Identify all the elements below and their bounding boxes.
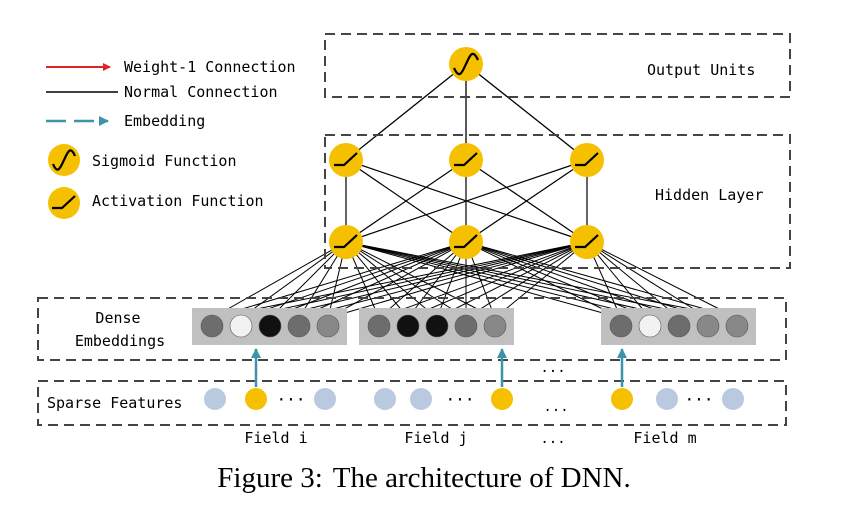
embedding-dimension bbox=[483, 314, 507, 338]
connection-line bbox=[345, 241, 467, 319]
activation-unit bbox=[329, 225, 363, 259]
field-label-m: Field m bbox=[633, 429, 696, 447]
embedding-dimension bbox=[454, 314, 478, 338]
embedding-dimension bbox=[316, 314, 340, 338]
activation-unit bbox=[329, 143, 363, 177]
connection-line bbox=[327, 241, 588, 319]
connection-line bbox=[345, 241, 680, 319]
connection-line bbox=[211, 241, 467, 319]
connection-line bbox=[211, 241, 347, 319]
inactive-sparse-feature bbox=[656, 388, 678, 410]
activation-icon bbox=[48, 187, 80, 219]
sparse-dots-2: ··· bbox=[446, 390, 475, 409]
output-units-box bbox=[324, 33, 791, 98]
connection-line bbox=[298, 241, 588, 319]
activation-unit bbox=[449, 225, 483, 259]
connection-line bbox=[269, 241, 467, 319]
embedding-groups bbox=[192, 308, 756, 345]
embedding-dimension bbox=[725, 314, 749, 338]
field-ellipsis: ... bbox=[540, 431, 565, 447]
connection-line bbox=[327, 241, 467, 319]
hidden-units bbox=[329, 143, 604, 259]
inactive-sparse-feature bbox=[204, 388, 226, 410]
connection-line bbox=[465, 241, 680, 319]
dense-embeddings-label-line1: Dense bbox=[95, 309, 140, 327]
connection-line bbox=[345, 63, 467, 161]
sparse-features-box bbox=[37, 380, 787, 426]
embedding-dimension bbox=[425, 314, 449, 338]
connection-line bbox=[345, 241, 651, 319]
hidden-layer-label: Hidden Layer bbox=[655, 186, 763, 204]
legend-normal-label: Normal Connection bbox=[124, 83, 278, 101]
embedding-dimension bbox=[396, 314, 420, 338]
legend-activation-label: Activation Function bbox=[92, 192, 264, 210]
figure-caption: Figure 3: The architecture of DNN. bbox=[0, 462, 848, 495]
sparse-ellipsis: ... bbox=[543, 399, 568, 415]
inactive-sparse-feature bbox=[722, 388, 744, 410]
field-label-j: Field j bbox=[404, 429, 467, 447]
connection-line bbox=[345, 159, 588, 243]
inactive-sparse-feature bbox=[410, 388, 432, 410]
legend-sigmoid-label: Sigmoid Function bbox=[92, 152, 237, 170]
embedding-dimension bbox=[638, 314, 662, 338]
embedding-dimension bbox=[200, 314, 224, 338]
connection-line bbox=[345, 159, 467, 243]
connection-line bbox=[345, 241, 496, 319]
legend: Weight-1 Connection Normal Connection Em… bbox=[46, 58, 296, 219]
sparse-dots-1: ··· bbox=[277, 390, 306, 409]
connection-line bbox=[586, 241, 680, 319]
sparse-nodes bbox=[204, 388, 744, 410]
connection-line bbox=[378, 241, 467, 319]
connection-line bbox=[465, 159, 588, 243]
embedding-dimension bbox=[287, 314, 311, 338]
embedding-dimension bbox=[609, 314, 633, 338]
sigmoid-icon bbox=[48, 144, 80, 176]
embedding-dimension bbox=[667, 314, 691, 338]
legend-embedding-label: Embedding bbox=[124, 112, 205, 130]
active-sparse-feature bbox=[611, 388, 633, 410]
embedding-dimension bbox=[229, 314, 253, 338]
sparse-dots-3: ··· bbox=[685, 390, 714, 409]
dense-embeddings-box bbox=[37, 297, 787, 361]
embedding-dimension bbox=[367, 314, 391, 338]
connection-line bbox=[465, 63, 588, 161]
inactive-sparse-feature bbox=[314, 388, 336, 410]
connection-line bbox=[586, 241, 709, 319]
caption-text: The architecture of DNN. bbox=[332, 462, 631, 494]
connection-line bbox=[211, 241, 588, 319]
activation-unit bbox=[570, 143, 604, 177]
embedding-dimension bbox=[258, 314, 282, 338]
inactive-sparse-feature bbox=[374, 388, 396, 410]
connection-line bbox=[345, 241, 738, 319]
connection-line bbox=[465, 241, 651, 319]
connection-line bbox=[465, 241, 709, 319]
connection-line bbox=[269, 241, 588, 319]
active-sparse-feature bbox=[245, 388, 267, 410]
connection-line bbox=[465, 241, 738, 319]
connection-line bbox=[345, 241, 622, 319]
connection-line bbox=[240, 241, 588, 319]
connection-line bbox=[240, 241, 467, 319]
connection-line bbox=[345, 241, 438, 319]
field-label-i: Field i bbox=[244, 429, 307, 447]
connection-line bbox=[269, 241, 347, 319]
output-units-label: Output Units bbox=[647, 61, 755, 79]
hidden-layer-box bbox=[324, 134, 791, 269]
caption-label: Figure 3: bbox=[217, 462, 323, 494]
connection-line bbox=[298, 241, 467, 319]
connection-line bbox=[240, 241, 347, 319]
connection-line bbox=[345, 241, 709, 319]
output-sigmoid-unit bbox=[449, 47, 483, 81]
connection-line bbox=[586, 241, 738, 319]
activation-unit bbox=[449, 143, 483, 177]
dense-ellipsis: ... bbox=[540, 360, 565, 376]
activation-unit bbox=[570, 225, 604, 259]
legend-weight1-label: Weight-1 Connection bbox=[124, 58, 296, 76]
embedding-dimension bbox=[696, 314, 720, 338]
embedding-arrows bbox=[251, 348, 627, 387]
active-sparse-feature bbox=[491, 388, 513, 410]
dense-embeddings-label-line2: Embeddings bbox=[75, 332, 165, 350]
sparse-features-label: Sparse Features bbox=[47, 394, 182, 412]
